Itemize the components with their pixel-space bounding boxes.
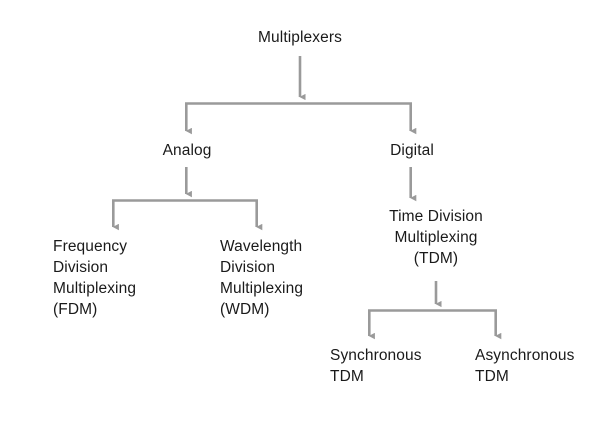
node-synchronous-tdm: Synchronous TDM (330, 347, 422, 385)
node-wavelength-division-multiplexing: Wavelength Division Multiplexing (WDM) (220, 238, 304, 318)
node-frequency-division-multiplexing: Frequency Division Multiplexing (FDM) (53, 238, 137, 318)
node-multiplexers: Multiplexers (258, 29, 342, 46)
node-digital: Digital (390, 142, 434, 159)
node-analog: Analog (162, 142, 212, 159)
node-time-division-multiplexing: Time Division Multiplexing (TDM) (389, 208, 483, 267)
node-asynchronous-tdm: Asynchronous TDM (475, 347, 575, 385)
